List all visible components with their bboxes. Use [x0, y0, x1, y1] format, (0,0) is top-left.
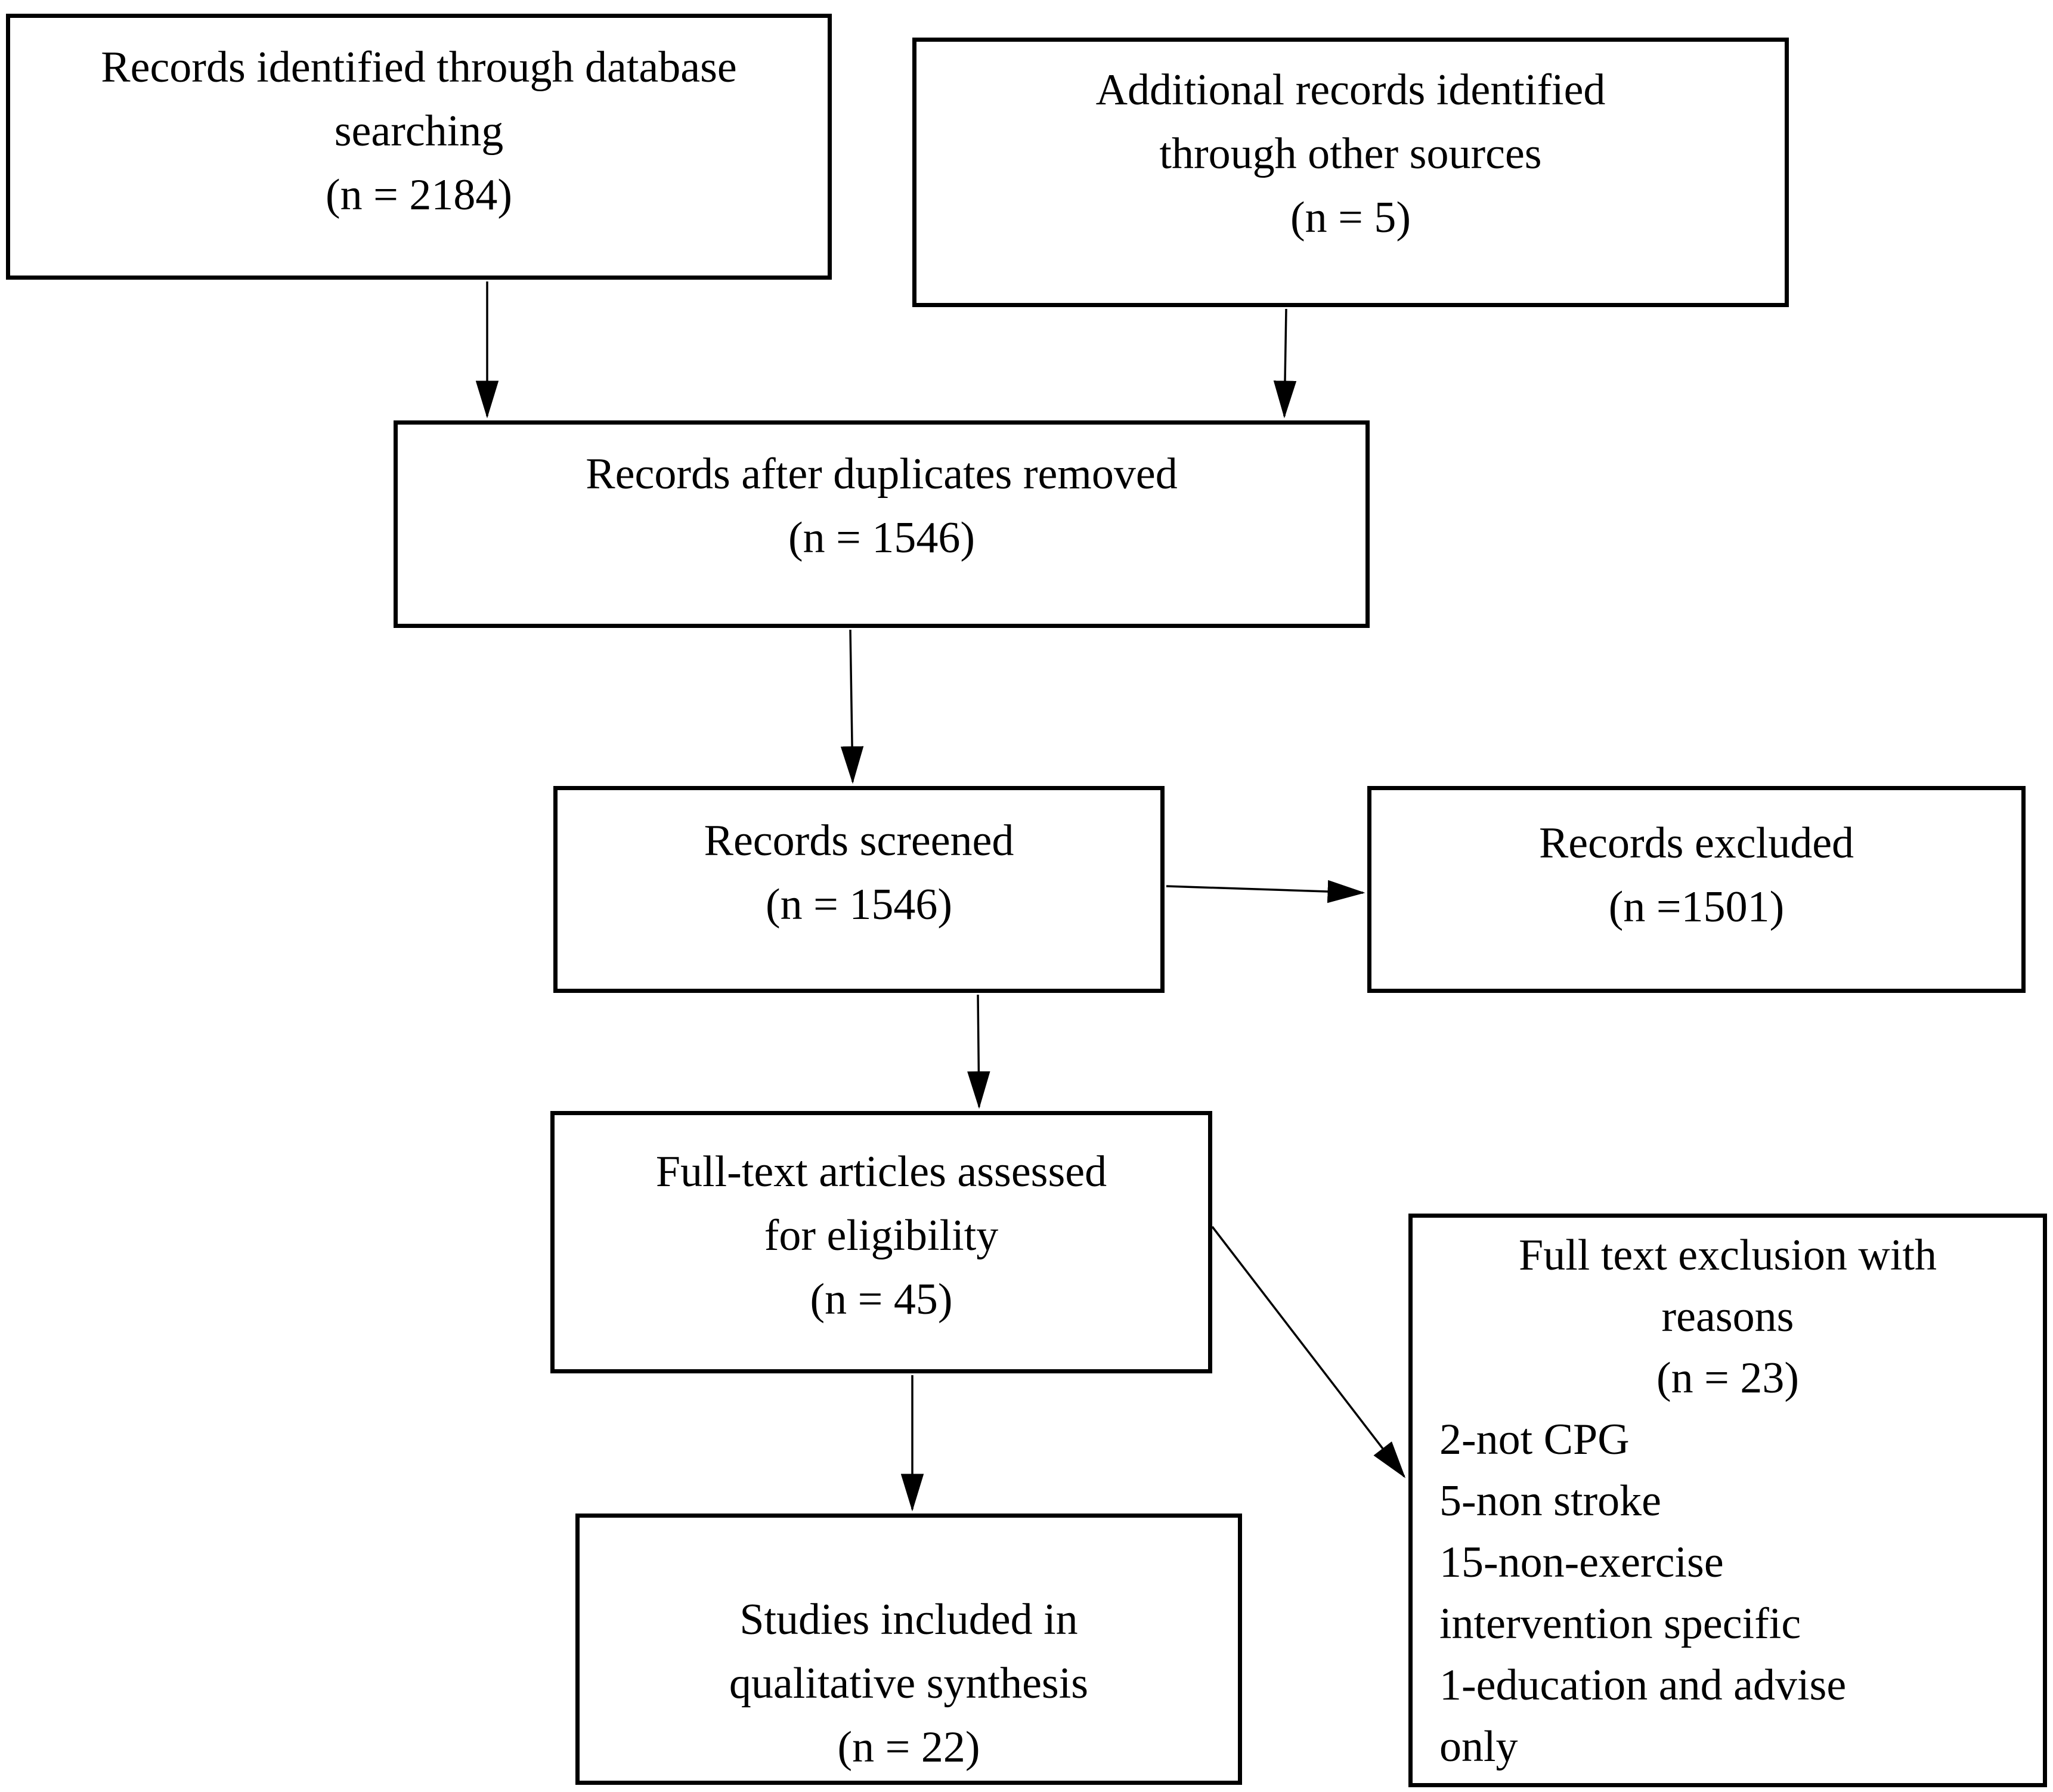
box-records-screened: Records screened (n = 1546) — [553, 786, 1165, 993]
arrow-duplicates-to-screened — [840, 629, 864, 784]
arrow-screened-to-excluded — [1166, 880, 1365, 903]
box-records-excluded-count: (n =1501) — [1608, 883, 1785, 931]
box-records-identified-count: (n = 2184) — [325, 171, 513, 219]
box-fulltext-assessed-line: Full-text articles assessed — [655, 1147, 1107, 1196]
box-additional-records: Additional records identified through ot… — [912, 38, 1789, 307]
box-additional-records-line: Additional records identified — [1095, 66, 1606, 114]
box-duplicates-removed-line: Records after duplicates removed — [586, 450, 1178, 499]
box-fulltext-assessed: Full-text articles assessed for eligibil… — [550, 1111, 1212, 1373]
arrow-additional-to-duplicates — [1273, 308, 1297, 419]
box-studies-included-line: qualitative synthesis — [729, 1659, 1089, 1708]
box-records-identified: Records identified through database sear… — [6, 14, 832, 280]
box-fulltext-exclusion-title: reasons — [1661, 1292, 1794, 1341]
box-fulltext-exclusion-title: Full text exclusion with — [1519, 1231, 1937, 1280]
exclusion-reason-item: 5-non stroke — [1439, 1477, 1661, 1525]
exclusion-reason-item: 15-non-exercise — [1439, 1538, 1724, 1587]
box-fulltext-assessed-line: for eligibility — [764, 1211, 999, 1260]
exclusion-reason-item: only — [1439, 1722, 1518, 1771]
exclusion-reason-item: 2-not CPG — [1439, 1415, 1630, 1464]
box-studies-included: Studies included in qualitative synthesi… — [575, 1514, 1242, 1785]
box-records-screened-line: Records screened — [704, 816, 1014, 865]
box-records-excluded-line: Records excluded — [1538, 819, 1854, 868]
exclusion-reason-item: 1-education and advise — [1439, 1661, 1847, 1710]
box-additional-records-line: through other sources — [1159, 129, 1542, 178]
arrow-fulltext-to-exclusion — [1211, 1225, 1406, 1478]
box-additional-records-count: (n = 5) — [1290, 193, 1411, 242]
box-fulltext-assessed-count: (n = 45) — [810, 1275, 953, 1324]
box-records-excluded: Records excluded (n =1501) — [1367, 786, 2026, 993]
box-studies-included-count: (n = 22) — [837, 1723, 980, 1772]
exclusion-reason-item: intervention specific — [1439, 1599, 1801, 1648]
box-fulltext-exclusion-reasons: Full text exclusion with reasons (n = 23… — [1408, 1214, 2047, 1787]
box-records-screened-count: (n = 1546) — [765, 880, 953, 929]
box-records-identified-line: searching — [334, 107, 504, 156]
box-duplicates-removed: Records after duplicates removed (n = 15… — [394, 420, 1370, 628]
arrow-screened-to-fulltext — [967, 994, 990, 1109]
box-studies-included-line: Studies included in — [739, 1595, 1078, 1644]
box-records-identified-line: Records identified through database — [101, 43, 737, 92]
box-duplicates-removed-count: (n = 1546) — [788, 513, 976, 562]
box-fulltext-exclusion-count: (n = 23) — [1656, 1354, 1800, 1403]
